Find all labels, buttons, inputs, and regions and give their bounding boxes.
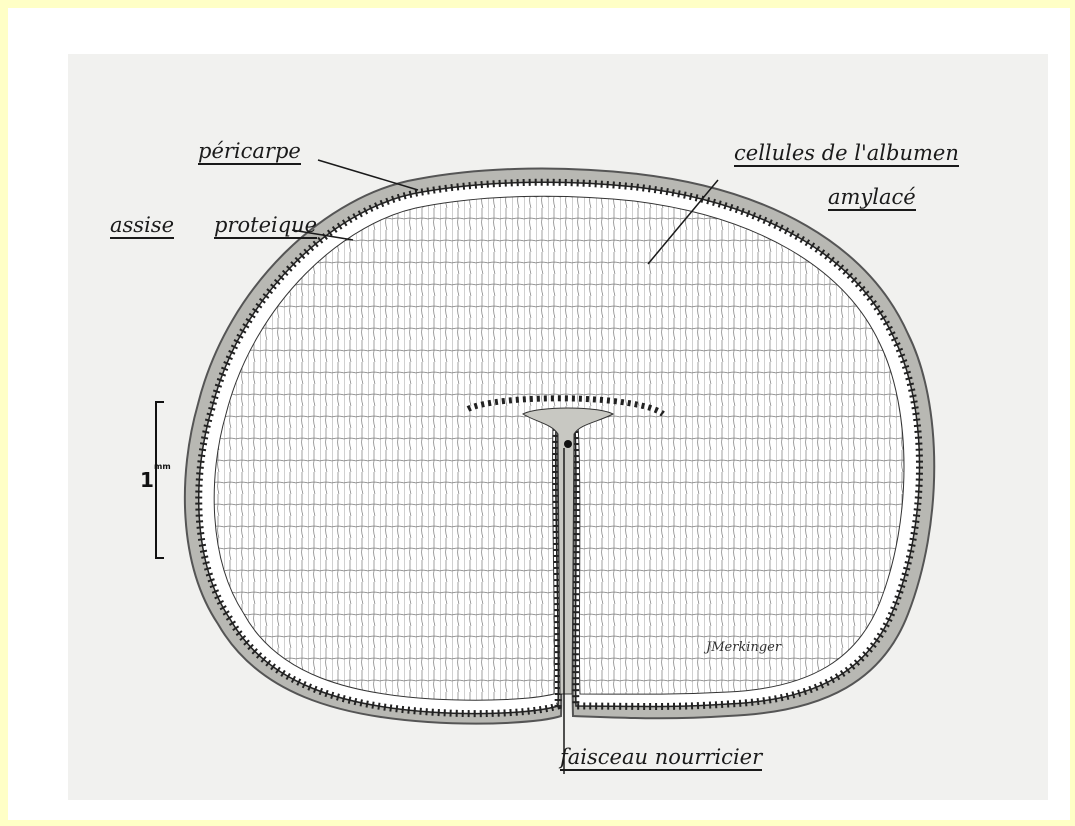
label-pericarpe: péricarpe [198,140,301,165]
illustration-plate: péricarpe assise proteique cellules de l… [68,54,1048,800]
scale-unit: mm [154,462,171,471]
label-assise: assise [110,214,174,239]
label-cellules-albumen: cellules de l'albumen [734,142,959,167]
artist-signature: JMerkinger [706,640,781,655]
scale-value: 1 [140,468,154,492]
label-proteique: proteique [214,214,317,239]
scale-bar [156,402,164,558]
figure-frame: péricarpe assise proteique cellules de l… [8,8,1070,820]
leader-pericarpe [318,160,418,190]
label-faisceau: faisceau nourricier [560,746,762,771]
label-amylace: amylacé [828,186,916,211]
bundle-dot [564,440,572,448]
